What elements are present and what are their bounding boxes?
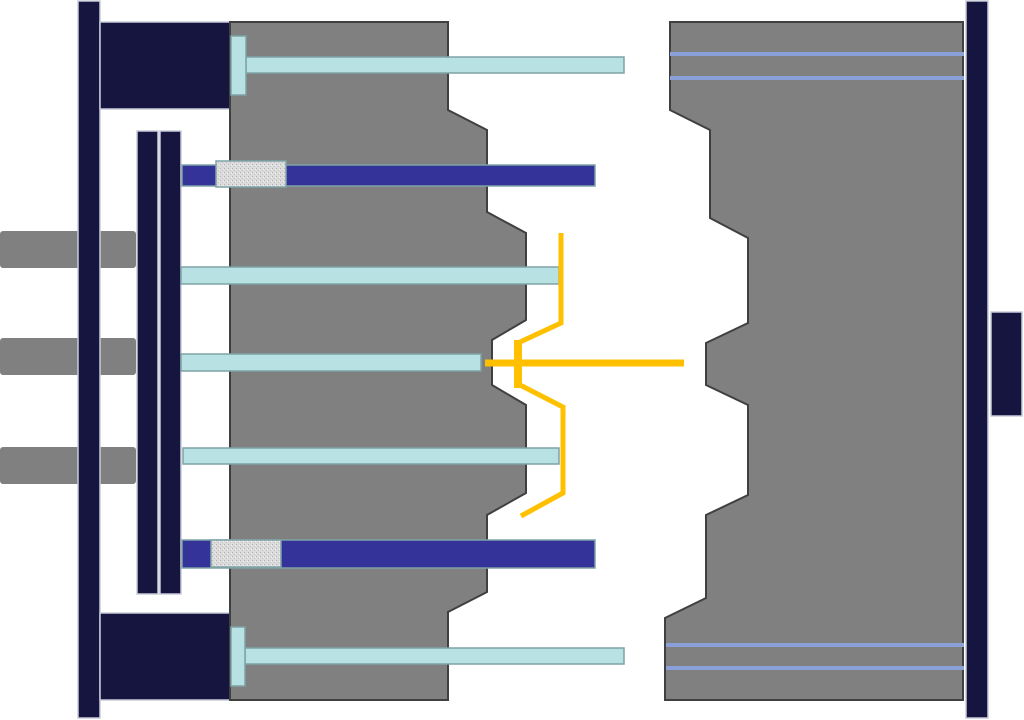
left-guide-bar-1: [0, 231, 136, 268]
molded-part: [485, 233, 684, 519]
ejector-plate-2: [159, 130, 182, 595]
spring-insert-bottom: [210, 539, 282, 568]
guide-pin-top-head: [230, 35, 247, 96]
left-guide-bar-2: [0, 338, 136, 375]
locating-ring-block: [990, 311, 1023, 417]
left-clamp-plate: [77, 0, 101, 719]
top-left-block: [99, 21, 232, 110]
ejector-plate-1: [136, 130, 159, 595]
bottom-left-block: [99, 612, 232, 701]
part-lower-wall: [518, 382, 566, 519]
guide-pin-bottom-shaft: [244, 647, 625, 665]
guide-pin-top-shaft: [245, 56, 625, 74]
right-clamp-plate: [965, 0, 989, 719]
ejector-pin-1: [180, 266, 560, 285]
ejector-pin-2: [180, 353, 482, 372]
part-upper-wall: [518, 233, 564, 345]
cooling-line-1: [670, 52, 964, 56]
spring-insert-top: [215, 160, 287, 188]
ejector-pin-3: [182, 447, 560, 465]
left-guide-bar-3: [0, 447, 136, 484]
right-mold-half: [664, 21, 964, 701]
guide-pin-bottom-head: [230, 626, 246, 687]
cooling-line-2: [670, 76, 964, 80]
cooling-line-3: [666, 643, 964, 647]
cooling-line-4: [666, 666, 964, 670]
